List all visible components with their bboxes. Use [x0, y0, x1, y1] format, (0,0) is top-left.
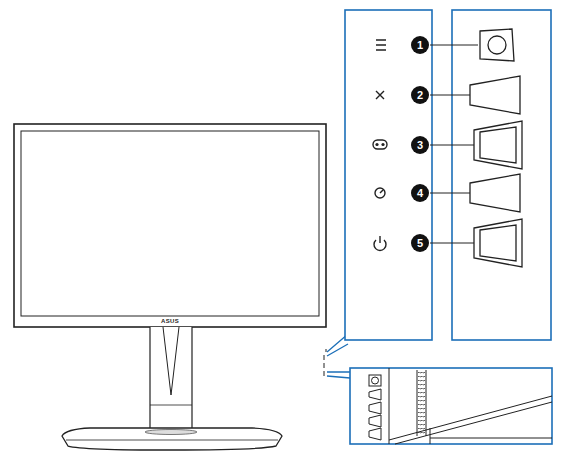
callout-markers [411, 36, 478, 252]
monitor-front [14, 124, 326, 450]
callout-number: 1 [417, 40, 423, 51]
brand-logo: ASUS [161, 318, 179, 324]
callout-number: 5 [417, 238, 423, 249]
control-buttons [470, 29, 522, 267]
button-icons [373, 40, 387, 250]
callout-number: 3 [417, 140, 423, 151]
button-panel [452, 10, 551, 340]
icon-panel [345, 10, 432, 340]
side-view-panel [350, 368, 552, 444]
callout-number: 2 [417, 90, 423, 101]
callout-number: 4 [417, 188, 423, 199]
side-view [369, 368, 552, 444]
